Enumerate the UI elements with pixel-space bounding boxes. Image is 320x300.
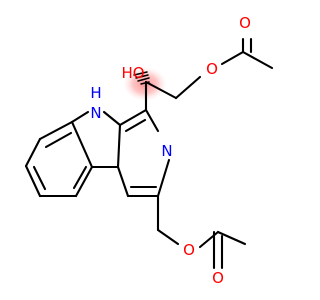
bond xyxy=(70,110,90,124)
pyridine-n-label: N xyxy=(161,142,172,160)
ester2-o-carbonyl-label: O xyxy=(212,269,224,287)
bond xyxy=(241,50,274,70)
pyridine-ring xyxy=(116,108,171,198)
indole-n-label: N xyxy=(90,104,101,122)
pyrrole-ring xyxy=(70,110,122,169)
bond xyxy=(144,80,178,100)
bond xyxy=(216,230,247,246)
bond xyxy=(102,110,122,127)
bond xyxy=(220,50,245,66)
upper-side-chain xyxy=(133,37,274,112)
bond xyxy=(156,158,171,198)
bond xyxy=(118,108,148,127)
bond xyxy=(116,165,130,198)
bond xyxy=(74,165,94,198)
bond xyxy=(24,164,42,198)
bond xyxy=(198,230,220,249)
bond xyxy=(156,228,180,246)
double-bond-inner xyxy=(44,131,73,149)
ester1-o-single-label: O xyxy=(206,60,218,78)
double-bond-inner xyxy=(72,165,88,190)
hydroxyl-label: HO xyxy=(121,64,144,82)
bond xyxy=(124,118,147,133)
structure-canvas: HO O O H N N O O xyxy=(24,14,274,287)
lower-side-chain xyxy=(156,194,247,270)
ester1-o-carbonyl-label: O xyxy=(239,14,251,32)
bond xyxy=(116,123,122,169)
bond xyxy=(144,108,160,133)
ester2-o-single-label: O xyxy=(183,241,195,259)
molecule-drawing: HO O O H N N O O xyxy=(24,14,274,287)
indole-h-label: H xyxy=(90,84,101,102)
bond xyxy=(38,120,74,141)
bond xyxy=(174,75,202,100)
double-bond-inner xyxy=(32,165,47,191)
bond xyxy=(24,137,42,168)
benzene-ring xyxy=(24,120,94,198)
bond xyxy=(70,120,94,169)
